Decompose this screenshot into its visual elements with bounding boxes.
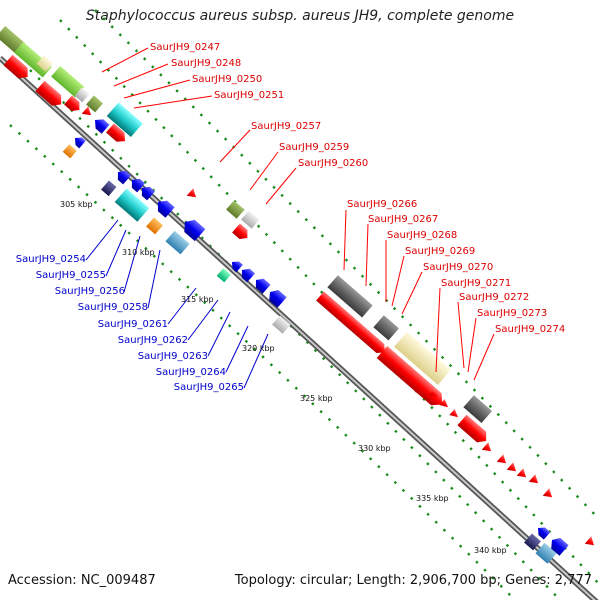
tick-label: 330 kbp (358, 444, 391, 453)
blue-gene-track (62, 119, 569, 564)
gene-label: SaurJH9_0251 (214, 90, 284, 101)
gene-label: SaurJH9_0262 (118, 335, 188, 346)
gene-label: SaurJH9_0257 (251, 121, 321, 132)
gene-label: SaurJH9_0274 (495, 324, 565, 335)
gene-label: SaurJH9_0255 (36, 270, 106, 281)
gene-label: SaurJH9_0261 (98, 319, 168, 330)
tick-label: 310 kbp (122, 248, 155, 257)
gene-label: SaurJH9_0260 (298, 158, 368, 169)
map-title: Staphylococcus aureus subsp. aureus JH9,… (85, 8, 515, 24)
accession-text: Accession: NC_009487 (8, 573, 156, 588)
gene-label: SaurJH9_0272 (459, 292, 529, 303)
tick-label: 315 kbp (181, 295, 214, 304)
gene-label: SaurJH9_0259 (279, 142, 349, 153)
tick-label: 340 kbp (474, 546, 507, 555)
gene-label: SaurJH9_0247 (150, 42, 220, 53)
gene-label: SaurJH9_0250 (192, 74, 262, 85)
genome-backbone (0, 55, 599, 600)
red-gene-labels: SaurJH9_0247 SaurJH9_0248 SaurJH9_0250 S… (150, 42, 565, 335)
gene-label: SaurJH9_0267 (368, 214, 438, 225)
gene-label: SaurJH9_0254 (16, 254, 86, 265)
tick-label: 325 kbp (300, 394, 333, 403)
gene-label: SaurJH9_0271 (441, 278, 511, 289)
genome-summary-text: Topology: circular; Length: 2,906,700 bp… (234, 573, 592, 588)
tick-label: 320 kbp (242, 344, 275, 353)
gene-label: SaurJH9_0264 (156, 367, 226, 378)
blue-gene-labels: SaurJH9_0254 SaurJH9_0255 SaurJH9_0256 S… (16, 254, 244, 393)
gene-label: SaurJH9_0269 (405, 246, 475, 257)
gene-label: SaurJH9_0273 (477, 308, 547, 319)
gene-label: SaurJH9_0270 (423, 262, 493, 273)
gene-label: SaurJH9_0258 (78, 302, 148, 313)
gene-label: SaurJH9_0263 (138, 351, 208, 362)
upper-gene-track (0, 25, 493, 424)
gene-label: SaurJH9_0248 (171, 58, 241, 69)
red-leader-lines (101, 47, 495, 381)
blue-leader-lines (85, 219, 269, 389)
tick-label: 335 kbp (416, 494, 449, 503)
tick-label: 305 kbp (60, 200, 93, 209)
gene-label: SaurJH9_0266 (347, 199, 417, 210)
gene-label: SaurJH9_0268 (387, 230, 457, 241)
tick-labels: 305 kbp 310 kbp 315 kbp 320 kbp 325 kbp … (60, 200, 507, 555)
gene-label: SaurJH9_0265 (174, 382, 244, 393)
red-gene-track (3, 54, 595, 546)
gene-label: SaurJH9_0256 (55, 286, 125, 297)
